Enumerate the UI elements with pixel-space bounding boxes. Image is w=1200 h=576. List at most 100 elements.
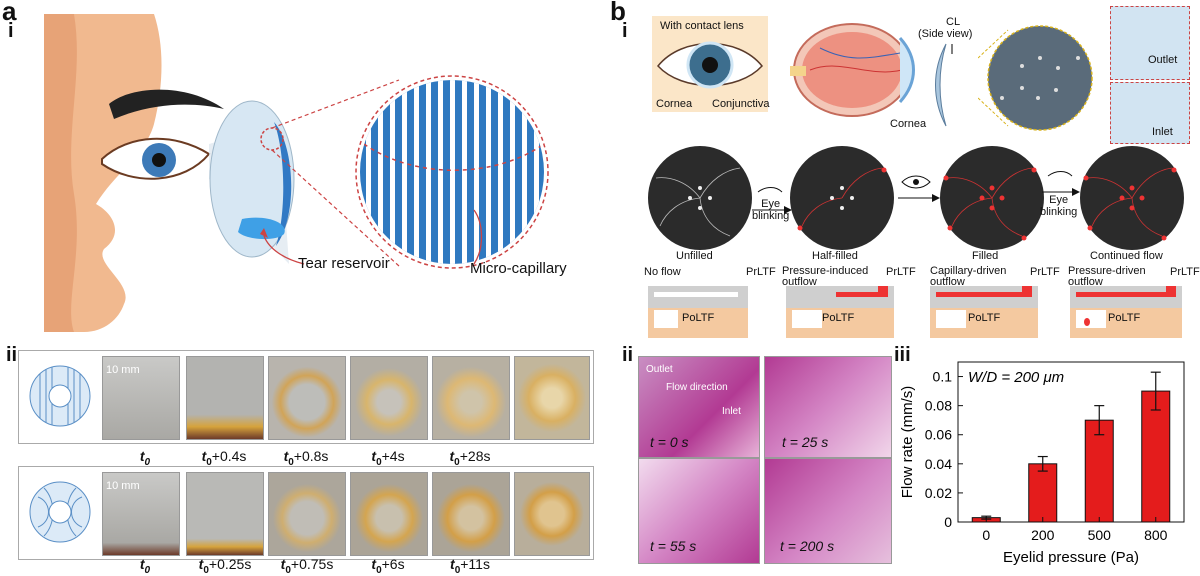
photo-annot-inlet: Inlet bbox=[722, 406, 741, 417]
state-filled: Filled bbox=[972, 250, 999, 262]
section-4 bbox=[1070, 286, 1182, 342]
with-contact-lens-label: With contact lens bbox=[660, 20, 744, 32]
row2-photo-3 bbox=[268, 472, 346, 556]
tear-reservoir-label: Tear reservoir bbox=[298, 255, 390, 272]
prltf-label-4: PrLTF bbox=[1170, 266, 1200, 278]
photo-time-0: t = 0 s bbox=[650, 434, 689, 450]
flow-photo-0s bbox=[638, 356, 760, 458]
photo-annot-flow: Flow direction bbox=[666, 382, 728, 393]
prltf-label-3: PrLTF bbox=[1030, 266, 1060, 278]
cl-label-line2: (Side view) bbox=[918, 28, 973, 40]
eyeball-cross-section bbox=[790, 23, 915, 117]
poltf-label-2: PoLTF bbox=[822, 312, 855, 324]
row1-time-0: t0 bbox=[139, 448, 151, 468]
y-tick-label: 0 bbox=[944, 514, 952, 530]
row2-photo-2 bbox=[186, 472, 264, 556]
y-tick-label: 0.1 bbox=[933, 369, 953, 385]
x-tick-label: 0 bbox=[982, 527, 990, 543]
bar bbox=[1141, 390, 1171, 523]
flow-title-3: Capillary-driven outflow bbox=[930, 265, 1007, 288]
y-axis-label: Flow rate (mm/s) bbox=[899, 386, 916, 499]
flow-photo-55s bbox=[638, 458, 760, 564]
row2-time-2: t0+0.75s bbox=[280, 556, 334, 576]
outlet-label: Outlet bbox=[1148, 54, 1178, 66]
row1-photo-2 bbox=[186, 356, 264, 440]
photo-time-1: t = 25 s bbox=[782, 434, 829, 450]
chart-annotation: W/D = 200 μm bbox=[968, 369, 1064, 386]
row1-photo-4 bbox=[350, 356, 428, 440]
flow-title-1: No flow bbox=[644, 266, 681, 278]
plot-frame bbox=[957, 361, 1185, 523]
y-tick-label: 0.08 bbox=[925, 398, 952, 414]
row1-scale-label: 10 mm bbox=[106, 364, 140, 376]
y-tick-label: 0.06 bbox=[925, 427, 952, 443]
inlet-inset bbox=[1110, 82, 1190, 144]
row1-photo-6 bbox=[514, 356, 590, 440]
state-unfilled: Unfilled bbox=[676, 250, 713, 262]
section-3 bbox=[930, 286, 1038, 342]
row2-pattern-schematic bbox=[29, 481, 91, 543]
panel-b-ii-label: ii bbox=[622, 344, 634, 366]
inlet-label: Inlet bbox=[1152, 126, 1173, 138]
state-continued-flow: Continued flow bbox=[1090, 250, 1163, 262]
row2-time-4: t0+11s bbox=[450, 556, 490, 576]
row2-photo-4 bbox=[350, 472, 428, 556]
row2-photo-6 bbox=[514, 472, 590, 556]
micro-capillary-label: Micro-capillary bbox=[470, 260, 567, 277]
cornea2-label: Cornea bbox=[890, 118, 927, 130]
conjunctiva-label: Conjunctiva bbox=[712, 98, 770, 110]
x-tick-label: 200 bbox=[1031, 527, 1055, 543]
row1-strip bbox=[18, 350, 594, 444]
row1-pattern-schematic bbox=[29, 365, 91, 427]
x-tick-label: 800 bbox=[1144, 527, 1168, 543]
row1-time-4: t0+28s bbox=[449, 448, 491, 468]
row1-time-2: t0+0.8s bbox=[283, 448, 329, 468]
x-tick-label: 500 bbox=[1088, 527, 1112, 543]
poltf-label-3: PoLTF bbox=[968, 312, 1001, 324]
flow-photo-25s bbox=[764, 356, 892, 458]
row2-time-0: t0 bbox=[139, 556, 151, 576]
flow-photo-200s bbox=[764, 458, 892, 564]
row1-time-1: t0+0.4s bbox=[201, 448, 247, 468]
panel-a-ii-label: ii bbox=[6, 344, 18, 366]
bar bbox=[1084, 419, 1114, 523]
photo-time-2: t = 55 s bbox=[650, 538, 697, 554]
row1-time-3: t0+4s bbox=[371, 448, 405, 468]
state-half-filled: Half-filled bbox=[812, 250, 858, 262]
panel-b-label: b bbox=[610, 0, 626, 26]
row2-photo-5 bbox=[432, 472, 510, 556]
y-tick-label: 0.02 bbox=[925, 485, 952, 501]
eye-blinking-label-2: Eye blinking bbox=[1040, 194, 1078, 218]
row1-photo-1 bbox=[102, 356, 180, 440]
row2-strip bbox=[18, 466, 594, 560]
panel-b-iii-label: iii bbox=[894, 344, 911, 366]
photo-annot-outlet: Outlet bbox=[646, 364, 673, 375]
bar bbox=[1028, 463, 1058, 523]
panel-a-i-label: i bbox=[8, 20, 14, 42]
row2-photo-1 bbox=[102, 472, 180, 556]
flow-title-4: Pressure-driven outflow bbox=[1068, 265, 1146, 288]
outlet-inset bbox=[1110, 6, 1190, 80]
photo-time-3: t = 200 s bbox=[780, 538, 835, 554]
poltf-label-1: PoLTF bbox=[682, 312, 715, 324]
row1-photo-5 bbox=[432, 356, 510, 440]
panel-a-label: a bbox=[2, 0, 17, 26]
row1-photo-3 bbox=[268, 356, 346, 440]
y-tick-label: 0.04 bbox=[925, 456, 952, 472]
row2-scale-label: 10 mm bbox=[106, 480, 140, 492]
section-1 bbox=[648, 286, 748, 342]
row2-time-1: t0+0.25s bbox=[198, 556, 252, 576]
lens-top-view bbox=[978, 25, 1093, 131]
prltf-label-2: PrLTF bbox=[886, 266, 916, 278]
dial-spirals bbox=[655, 167, 1177, 241]
flow-title-2: Pressure-induced outflow bbox=[782, 265, 869, 288]
panel-b-i-label: i bbox=[622, 20, 628, 42]
cornea-label: Cornea bbox=[656, 98, 693, 110]
poltf-label-4: PoLTF bbox=[1108, 312, 1141, 324]
x-axis-label: Eyelid pressure (Pa) bbox=[1003, 549, 1139, 566]
row2-time-3: t0+6s bbox=[371, 556, 405, 576]
contact-lens-side-view bbox=[935, 43, 953, 127]
prltf-label-1: PrLTF bbox=[746, 266, 776, 278]
cl-label-line1: CL bbox=[946, 16, 961, 28]
